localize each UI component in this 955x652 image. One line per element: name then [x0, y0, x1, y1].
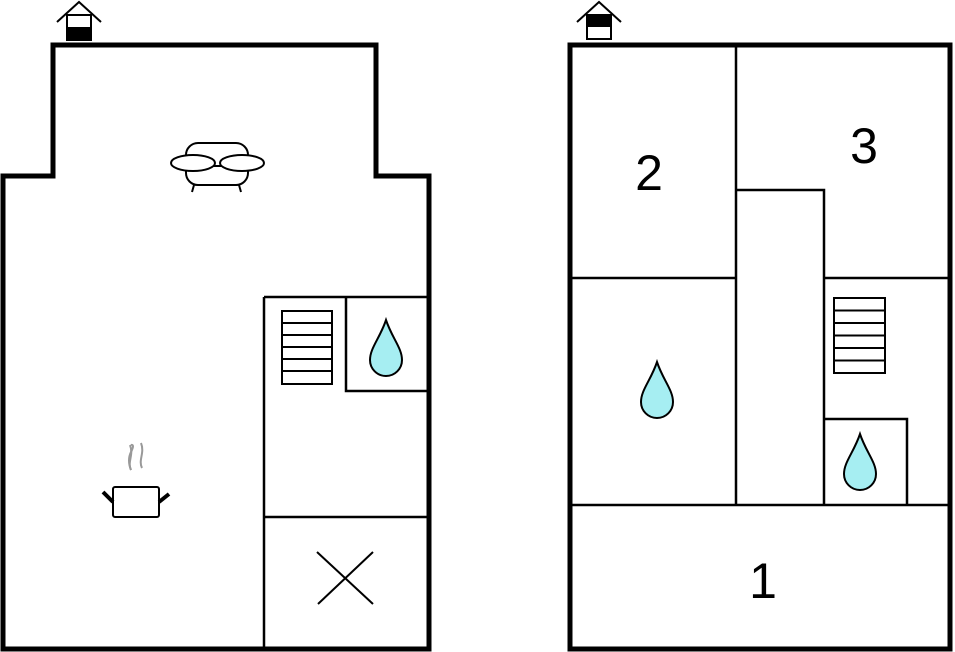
room-label-1: 1: [749, 553, 777, 609]
sofa-icon: [170, 142, 265, 193]
water-drop-icon: [842, 430, 878, 491]
entrance-icon: [576, 0, 622, 40]
void-cross-icon: [316, 551, 374, 605]
water-drop-icon: [368, 316, 404, 377]
inner-walls: [262, 295, 429, 649]
stairs-icon: [281, 310, 333, 385]
outer-wall: [567, 42, 953, 652]
entrance-icon: [56, 0, 102, 41]
stairs-icon: [833, 297, 886, 374]
ground-floor-plan: [0, 0, 432, 652]
upper-floor-plan: 2 3 1: [567, 0, 953, 652]
water-drop-icon: [639, 358, 675, 419]
outer-wall: [0, 42, 432, 652]
room-label-2: 2: [635, 145, 663, 201]
room-label-3: 3: [850, 118, 878, 174]
inner-walls: [570, 45, 950, 507]
cooking-pot-icon: [101, 442, 171, 518]
